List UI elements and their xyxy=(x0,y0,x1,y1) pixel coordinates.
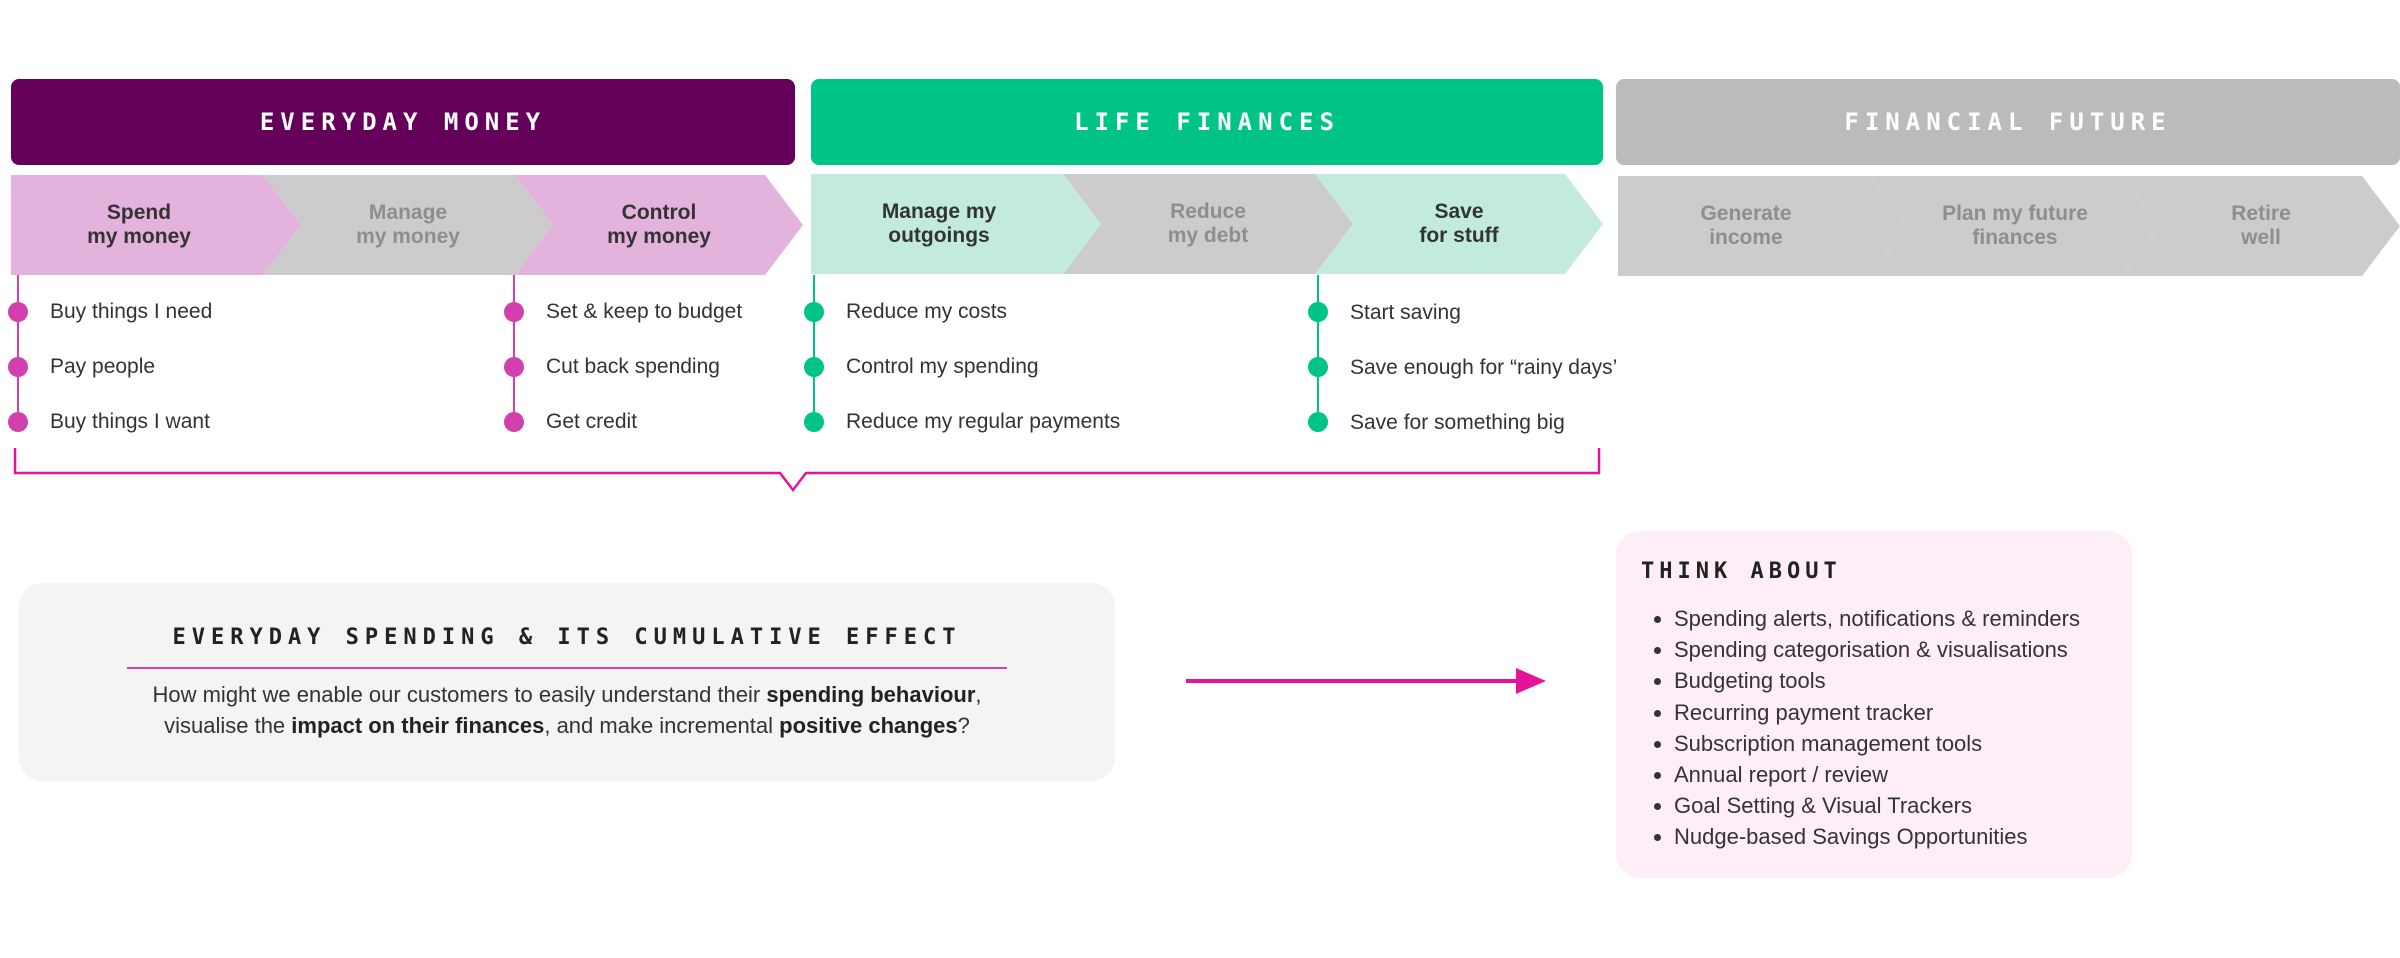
list-item: Subscription management tools xyxy=(1674,728,2080,759)
body-text: , and make incremental xyxy=(544,713,780,738)
stage-label: Manage my outgoings xyxy=(881,200,997,247)
header-life-finances: LIFE FINANCES xyxy=(811,79,1603,165)
think-about-panel: THINK ABOUT Spending alerts, notificatio… xyxy=(1616,531,2132,878)
bullet-dot xyxy=(504,412,524,432)
stage-generate-income: Generate income xyxy=(1618,176,1908,276)
stem-line xyxy=(1317,275,1319,422)
list-item: Spending alerts, notifications & reminde… xyxy=(1674,603,2080,634)
focus-panel-title: EVERYDAY SPENDING & ITS CUMULATIVE EFFEC… xyxy=(172,625,962,650)
body-text: visualise the xyxy=(164,713,292,738)
list-item: Spending categorisation & visualisations xyxy=(1674,634,2080,665)
item-label: Buy things I want xyxy=(50,410,210,433)
stage-label: Reduce my debt xyxy=(1167,200,1249,247)
focus-panel-body: How might we enable our customers to eas… xyxy=(79,679,1055,741)
think-about-list: Spending alerts, notifications & reminde… xyxy=(1644,603,2080,853)
stage-spend-my-money: Spend my money xyxy=(11,175,301,275)
stage-reduce-my-debt: Reduce my debt xyxy=(1063,174,1353,274)
item-label: Get credit xyxy=(546,410,638,433)
item-label: Set & keep to budget xyxy=(546,300,743,323)
item-label: Reduce my costs xyxy=(846,300,1008,323)
grouping-bracket xyxy=(13,448,1601,493)
body-text: ? xyxy=(957,713,970,738)
bullet-dot xyxy=(1308,302,1328,322)
list-item: Budgeting tools xyxy=(1674,665,2080,696)
stage-label: Save for stuff xyxy=(1419,200,1499,247)
stem-line xyxy=(813,275,815,422)
stage-manage-my-outgoings: Manage my outgoings xyxy=(811,174,1101,274)
stage-retire-well: Retire well xyxy=(2122,176,2400,276)
item-label: Reduce my regular payments xyxy=(846,410,1121,433)
title-underline xyxy=(127,667,1007,669)
stage-label: Spend my money xyxy=(87,201,191,248)
body-emphasis: spending behaviour xyxy=(766,682,976,707)
stage-label: Manage my money xyxy=(356,201,460,248)
stage-label: Generate income xyxy=(1700,202,1792,249)
list-item: Goal Setting & Visual Trackers xyxy=(1674,790,2080,821)
bullet-dot xyxy=(504,357,524,377)
bullet-dot xyxy=(8,302,28,322)
bullet-dot xyxy=(1308,357,1328,377)
item-label: Start saving xyxy=(1350,301,1461,324)
item-label: Save for something big xyxy=(1350,411,1565,434)
body-emphasis: positive changes xyxy=(779,713,958,738)
list-item: Nudge-based Savings Opportunities xyxy=(1674,821,2080,852)
think-about-title: THINK ABOUT xyxy=(1641,559,1842,584)
body-text: , xyxy=(975,682,982,707)
bullet-dot xyxy=(804,302,824,322)
item-label: Cut back spending xyxy=(546,355,720,378)
focus-panel: EVERYDAY SPENDING & ITS CUMULATIVE EFFEC… xyxy=(19,583,1115,781)
arrow-right-icon xyxy=(1186,668,1546,694)
stem-line xyxy=(17,275,19,422)
bullet-dot xyxy=(804,412,824,432)
stage-label: Retire well xyxy=(2231,202,2291,249)
stage-plan-my-future-finances: Plan my future finances xyxy=(1870,176,2160,276)
bullet-dot xyxy=(504,302,524,322)
item-label: Buy things I need xyxy=(50,300,213,323)
stem-line xyxy=(513,275,515,422)
item-label: Pay people xyxy=(50,355,156,378)
bullet-dot xyxy=(1308,412,1328,432)
item-label: Control my spending xyxy=(846,355,1039,378)
stage-label: Control my money xyxy=(607,201,711,248)
bullet-dot xyxy=(804,357,824,377)
stage-control-my-money: Control my money xyxy=(515,175,803,275)
bullet-dot xyxy=(8,357,28,377)
stage-save-for-stuff: Save for stuff xyxy=(1315,174,1603,274)
list-item: Annual report / review xyxy=(1674,759,2080,790)
header-everyday-money: EVERYDAY MONEY xyxy=(11,79,795,165)
bullet-dot xyxy=(8,412,28,432)
body-emphasis: impact on their finances xyxy=(291,713,545,738)
list-item: Recurring payment tracker xyxy=(1674,697,2080,728)
header-financial-future: FINANCIAL FUTURE xyxy=(1616,79,2400,165)
body-text: How might we enable our customers to eas… xyxy=(152,682,767,707)
stage-manage-my-money: Manage my money xyxy=(263,175,553,275)
item-label: Save enough for “rainy days’ xyxy=(1350,356,1618,379)
stage-label: Plan my future finances xyxy=(1942,202,2088,249)
